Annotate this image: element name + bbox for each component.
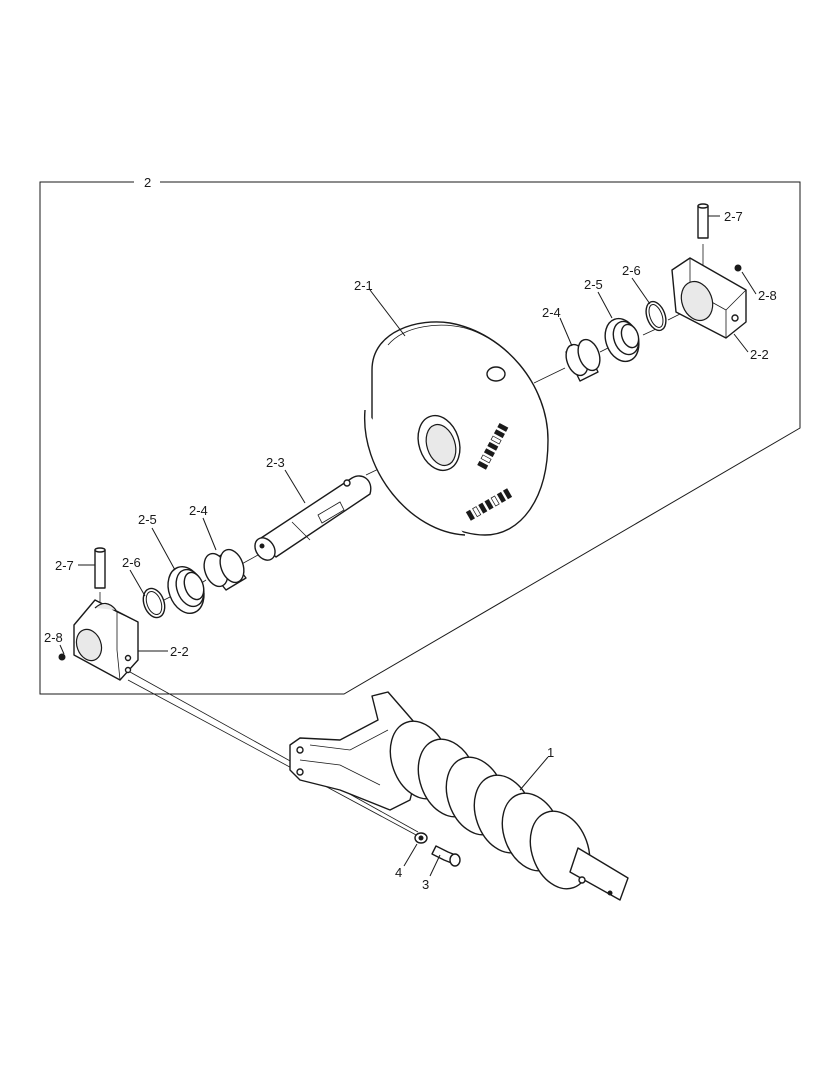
label-bracket-right: 2-2 [750,347,769,362]
seal-left [167,566,205,614]
label-pin-right: 2-7 [724,209,743,224]
label-idler-wheel: 2-1 [354,278,373,293]
bolt [431,845,461,867]
bushing-right [565,338,601,382]
plug-right [734,264,742,272]
recoil-spring-assembly [289,691,629,901]
seal-right [604,317,640,363]
plug-left [58,653,66,661]
oring-left [142,587,166,619]
label-seal-left: 2-5 [138,512,157,527]
label-pin-left: 2-7 [55,558,74,573]
bracket-left [73,599,139,681]
label-oring-right: 2-6 [622,263,641,278]
callout-leaders [59,215,757,877]
bracket-right [671,257,747,339]
label-washer: 4 [395,865,402,880]
callout-labels: 2 2-1 2-3 2-4 2-5 2-6 2-7 2-8 2-2 2-4 2-… [44,173,777,892]
washer [414,832,428,844]
label-shaft: 2-3 [266,455,285,470]
label-plug-right: 2-8 [758,288,777,303]
label-recoil-spring: 1 [547,745,554,760]
label-bolt: 3 [422,877,429,892]
label-oring-left: 2-6 [122,555,141,570]
bushing-left [203,548,247,591]
label-plug-left: 2-8 [44,630,63,645]
label-assembly-2: 2 [144,175,151,190]
idler-wheel: ▮▯▮▮▯▮▮ ▮▯▮▮▯▮▮ [364,321,549,536]
pin-right [697,203,709,239]
shaft [254,475,372,561]
label-seal-right: 2-5 [584,277,603,292]
label-bracket-left: 2-2 [170,644,189,659]
pin-left [94,547,106,589]
label-bushing-right: 2-4 [542,305,561,320]
axis-lines [99,244,704,837]
label-bushing-left: 2-4 [189,503,208,518]
oring-right [645,300,667,332]
assembly-2-boundary [39,181,801,695]
